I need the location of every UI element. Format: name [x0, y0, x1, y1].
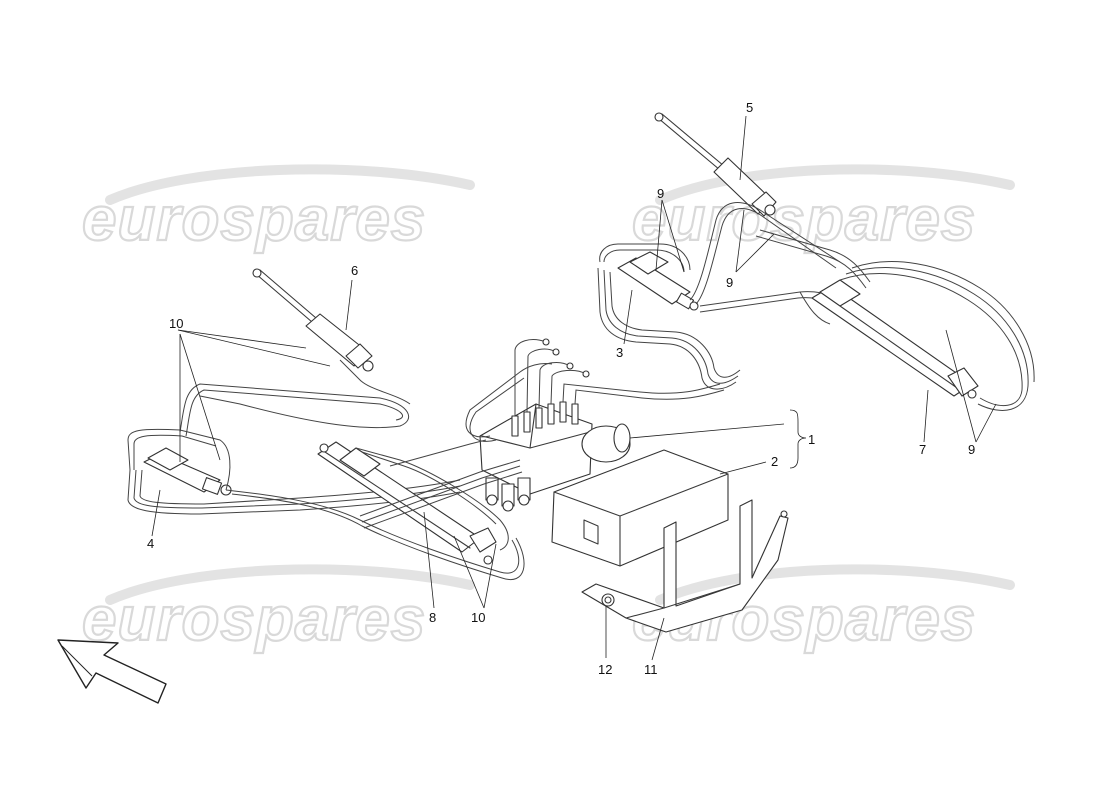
- arrow-up-left-icon: [57, 639, 167, 704]
- watermark-text: eurospares: [82, 185, 426, 254]
- watermark-text: eurospares: [82, 585, 426, 654]
- bracket-11: [581, 499, 789, 633]
- watermark-top-right: eurospares: [631, 164, 1015, 255]
- actuator-7: [799, 261, 1035, 411]
- callout-5: 5: [746, 100, 753, 115]
- pipework-centre: [359, 439, 523, 529]
- strut-5: [654, 112, 777, 217]
- callout-4: 4: [147, 536, 154, 551]
- watermark-bottom-left: eurospares: [81, 564, 475, 655]
- callouts: 1 2 3 4 5 6 7 8 9 9 9 10 10 11 12: [147, 100, 975, 677]
- watermark-text: eurospares: [632, 185, 976, 254]
- strut-6: [252, 268, 374, 372]
- callout-10a: 10: [169, 316, 183, 331]
- actuator-3: [617, 251, 699, 311]
- pump-unit-1: [465, 338, 725, 512]
- watermark-top-left: eurospares: [81, 164, 475, 255]
- callout-9b: 9: [726, 275, 733, 290]
- callout-11: 11: [644, 662, 658, 677]
- callout-3: 3: [616, 345, 623, 360]
- callout-10b: 10: [471, 610, 485, 625]
- callout-8: 8: [429, 610, 436, 625]
- callout-9a: 9: [657, 186, 664, 201]
- leader-lines: [151, 115, 997, 661]
- callout-2: 2: [771, 454, 778, 469]
- actuator-4: [143, 447, 232, 496]
- callout-1: 1: [808, 432, 815, 447]
- callout-9c: 9: [968, 442, 975, 457]
- actuator-8: [317, 441, 509, 565]
- callout-6: 6: [351, 263, 358, 278]
- callout-7: 7: [919, 442, 926, 457]
- callout-12: 12: [598, 662, 612, 677]
- cover-2: [551, 449, 729, 567]
